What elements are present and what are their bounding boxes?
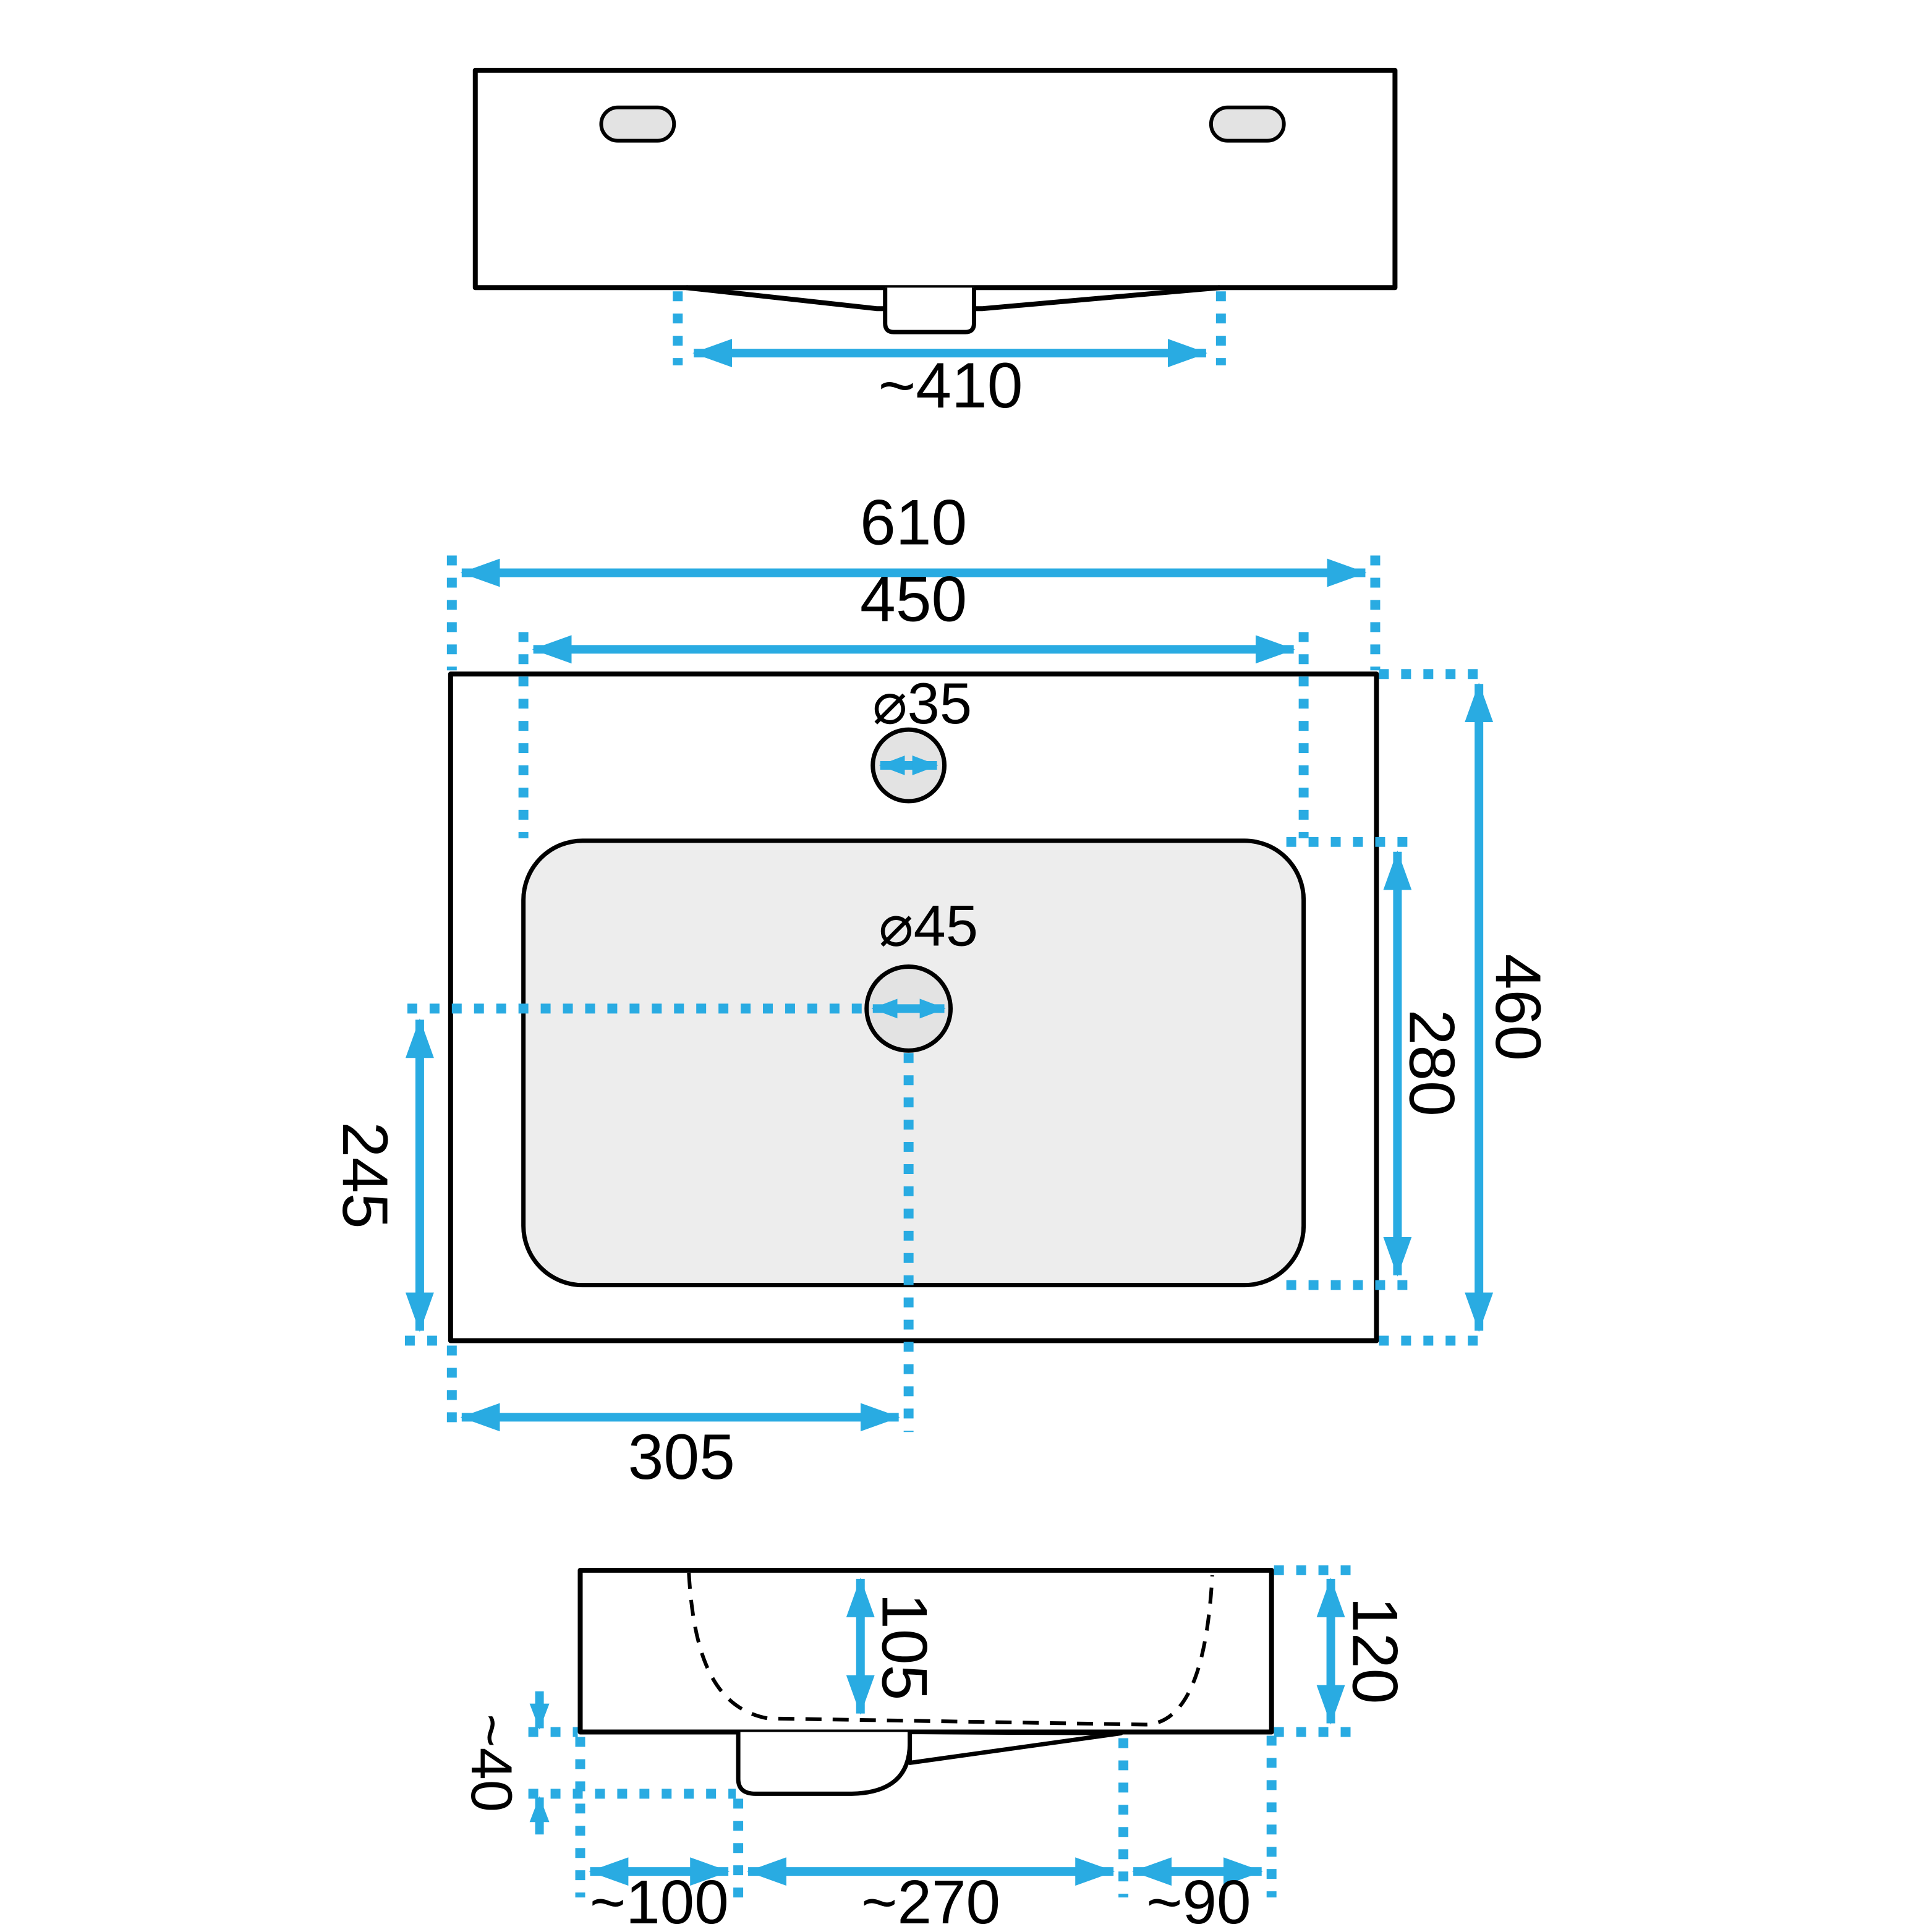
front-underside-right-edge: [974, 285, 1220, 312]
dim-front-offset-group: ~100: [589, 1857, 730, 1932]
dim-tap-span-label: 450: [860, 563, 967, 635]
dim-drain-width-label: ~410: [879, 350, 1023, 422]
front-view: ~410: [472, 67, 1398, 422]
plan-view: 610 450 ⌀35 ⌀45 460: [329, 487, 1554, 1494]
dim-tap-span-group: 450: [518, 563, 1309, 838]
dim-overall-width-group: 610: [446, 487, 1381, 671]
side-view: 105 120 ~40 ~100 ~270: [459, 1565, 1410, 1932]
dim-drain-hole-diameter-group: ⌀45: [871, 893, 978, 1019]
dim-drain-width-group: ~410: [673, 291, 1226, 422]
dim-overall-depth-label: 460: [1482, 954, 1554, 1061]
dim-basin-depth-label: 280: [1395, 1010, 1467, 1117]
front-body-outline: [472, 67, 1398, 291]
side-drain-trap: [736, 1732, 913, 1796]
tap-hole-diameter-label: ⌀35: [872, 671, 972, 736]
drain-hole-diameter-label: ⌀45: [879, 893, 978, 958]
dim-drain-section-label: ~270: [861, 1868, 1000, 1932]
front-drain-outlet: [883, 287, 976, 334]
dim-drain-from-left-label: 305: [628, 1421, 735, 1493]
dim-overall-depth-group: 460: [1379, 669, 1554, 1346]
side-underside-wedge: [908, 1730, 1123, 1765]
dim-inner-height-label: 105: [869, 1593, 940, 1700]
side-body-outline: [577, 1567, 1274, 1735]
dim-drain-to-front-group: 245: [329, 1003, 864, 1346]
dim-front-offset-label: ~100: [590, 1868, 729, 1932]
dim-drain-section-group: ~270: [747, 1857, 1115, 1932]
basin-inner-profile-dashed: [687, 1572, 1214, 1727]
dim-drain-from-left-group: 305: [446, 1053, 914, 1493]
dim-back-offset-label: ~90: [1146, 1868, 1251, 1932]
front-underside-left-edge: [686, 285, 885, 312]
dim-drain-to-front-label: 245: [329, 1121, 401, 1228]
dim-basin-depth-group: 280: [1286, 836, 1467, 1290]
dim-trap-height-group: ~40: [459, 1691, 736, 1835]
dim-trap-height-label: ~40: [459, 1714, 524, 1812]
mount-slot-right: [1209, 105, 1286, 143]
dim-overall-height-group: 120: [1274, 1565, 1410, 1737]
dim-inner-height-group: 105: [846, 1577, 940, 1715]
dim-overall-width-label: 610: [860, 487, 967, 559]
dim-tap-hole-diameter-group: ⌀35: [872, 671, 972, 775]
dim-back-offset-group: ~90: [1132, 1857, 1263, 1932]
dim-overall-height-label: 120: [1338, 1597, 1410, 1704]
mount-slot-left: [599, 105, 676, 143]
